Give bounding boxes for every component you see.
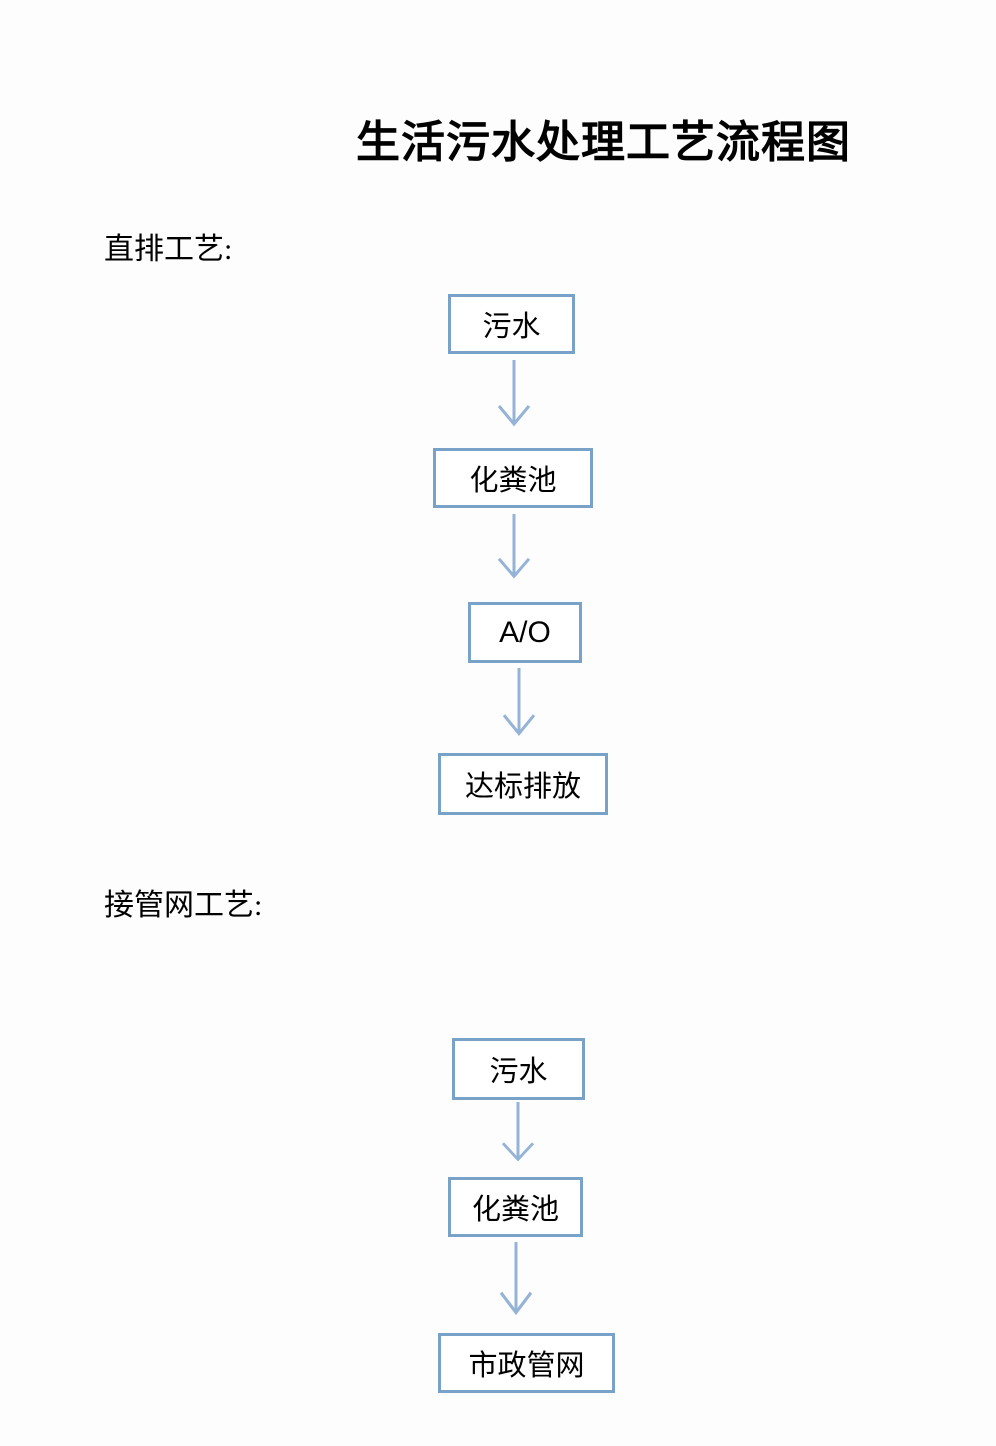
section-label-direct-discharge: 直排工艺: bbox=[104, 233, 233, 266]
page-title: 生活污水处理工艺流程图 bbox=[356, 118, 851, 167]
down-arrow-icon bbox=[500, 1102, 536, 1172]
flow-node-standard-discharge: 达标排放 bbox=[438, 753, 608, 815]
flow-node-septic-tank-1: 化粪池 bbox=[433, 448, 593, 508]
down-arrow-icon bbox=[501, 668, 537, 748]
down-arrow-icon bbox=[496, 514, 532, 590]
down-arrow-icon bbox=[496, 360, 532, 438]
section-label-pipe-network: 接管网工艺: bbox=[104, 889, 263, 922]
flow-node-sewage-2: 污水 bbox=[452, 1038, 585, 1100]
flow-node-sewage-1: 污水 bbox=[448, 294, 575, 354]
flow-node-septic-tank-2: 化粪池 bbox=[448, 1177, 583, 1237]
flow-node-ao-process: A/O bbox=[468, 602, 582, 663]
down-arrow-icon bbox=[498, 1242, 534, 1328]
flow-node-municipal-pipe-network: 市政管网 bbox=[438, 1333, 615, 1393]
